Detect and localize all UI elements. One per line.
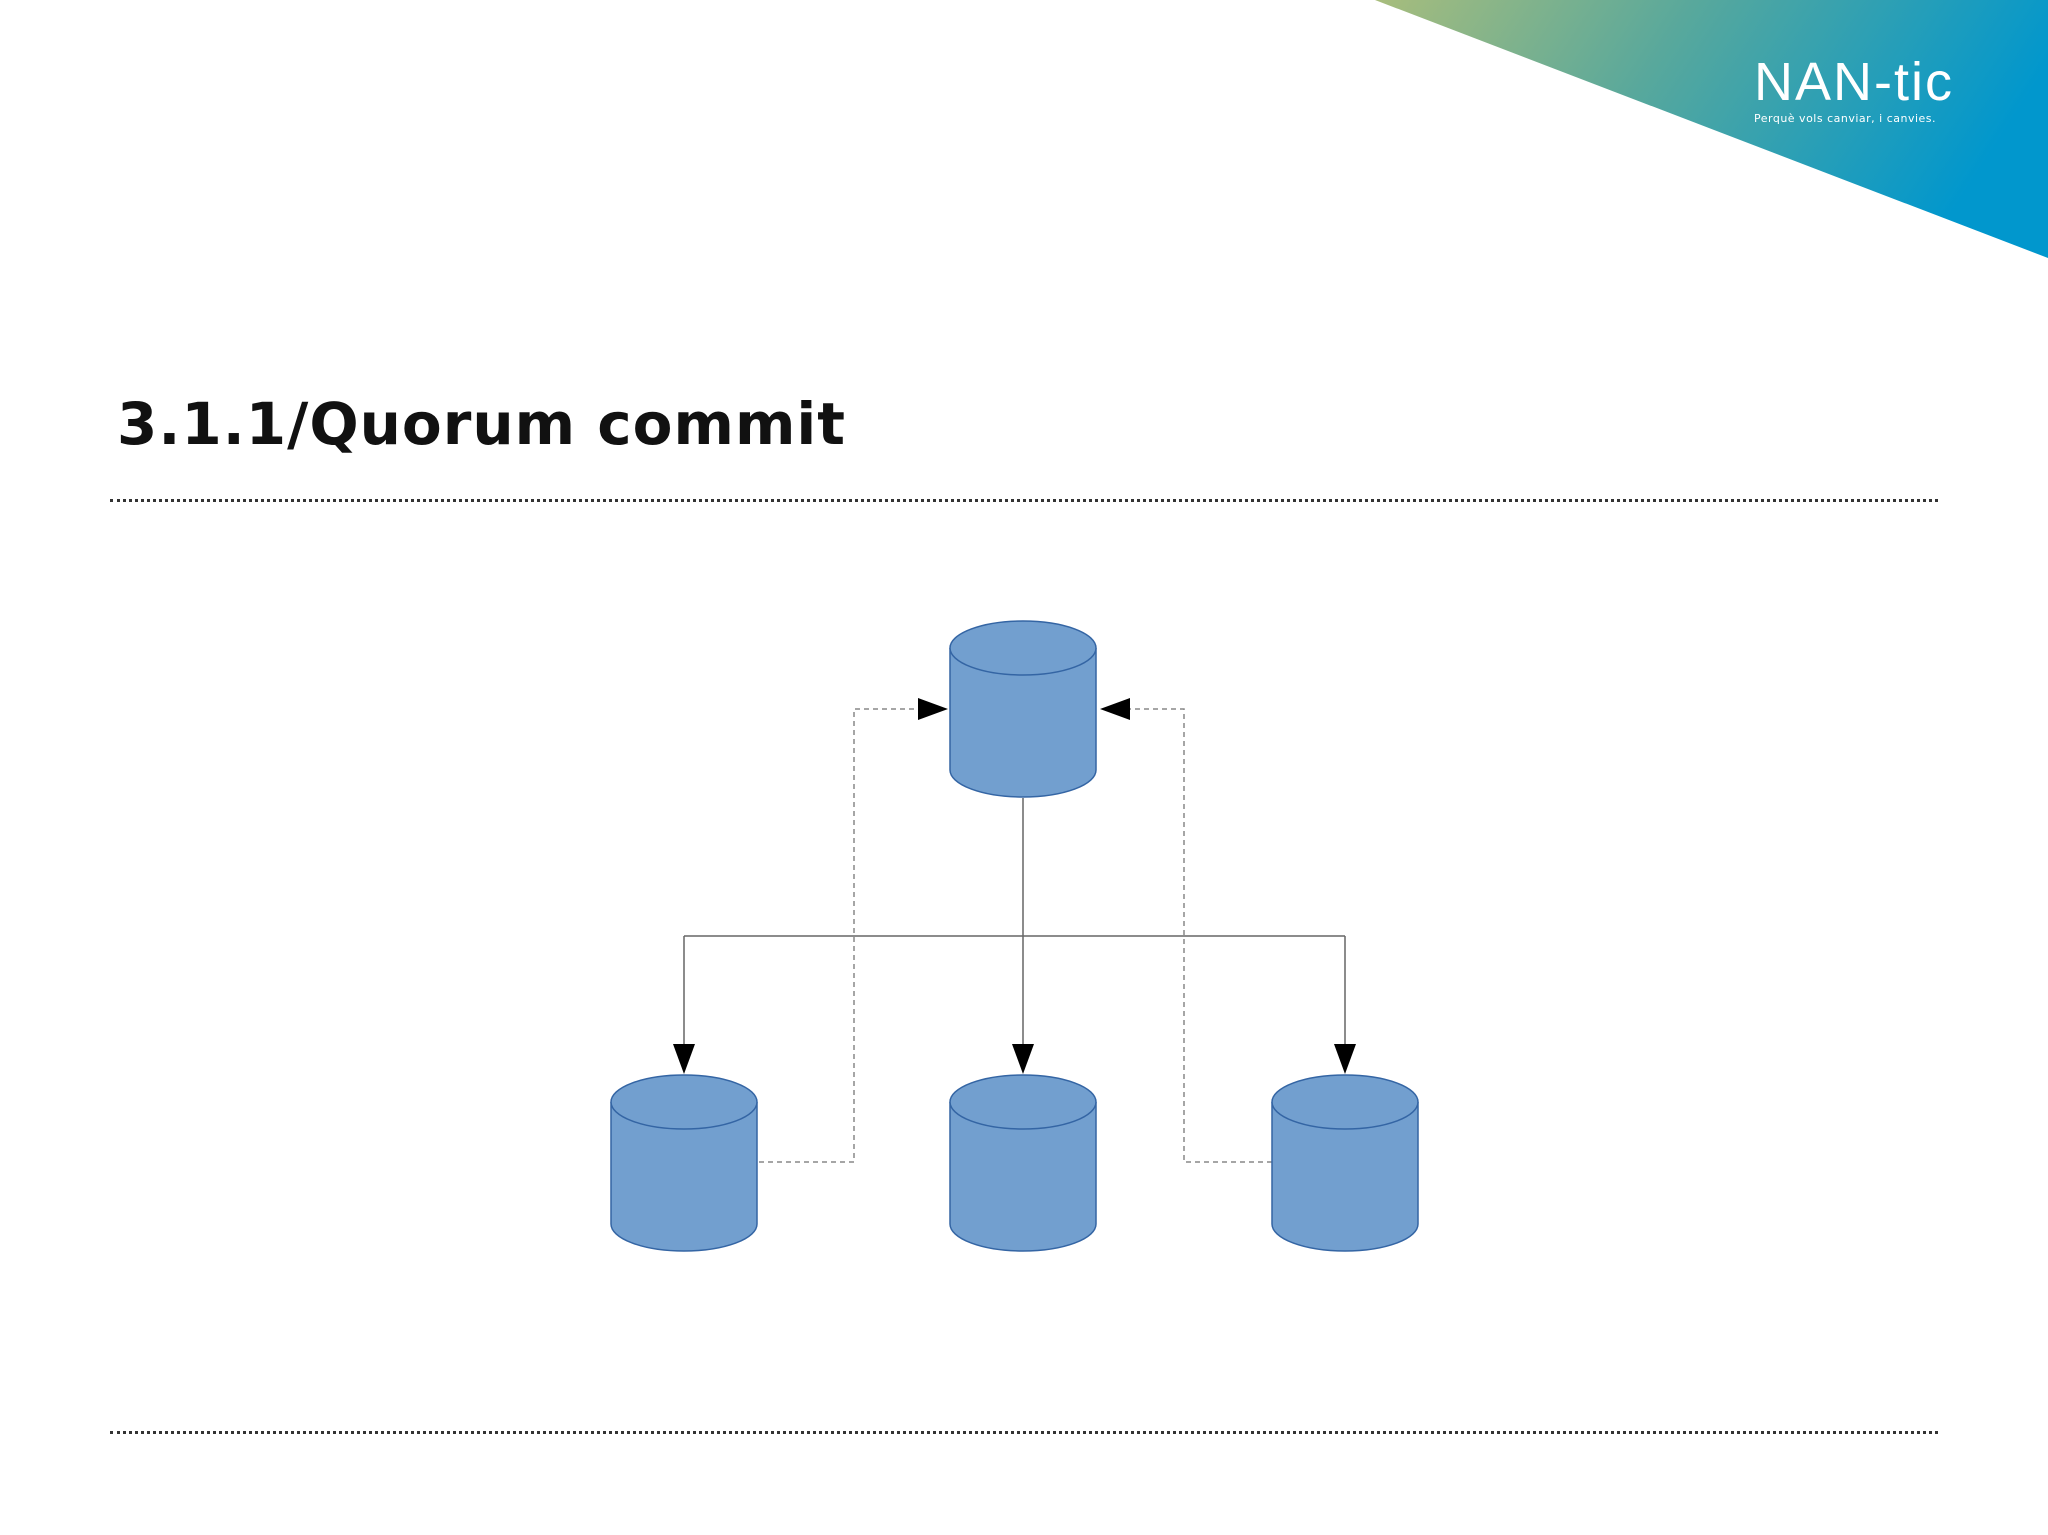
arrowhead-center-replica bbox=[1012, 1044, 1034, 1074]
replica-database-right bbox=[1271, 1074, 1419, 1252]
logo-tagline: Perquè vols canviar, i canvies. bbox=[1754, 112, 1937, 125]
replication-connectors bbox=[683, 798, 1346, 1045]
primary-database-top bbox=[949, 620, 1097, 676]
header-banner bbox=[1375, 0, 2048, 258]
arrowhead-ack-right bbox=[1100, 698, 1130, 720]
logo-wordmark: NAN-tic bbox=[1754, 52, 1954, 112]
arrowhead-left-replica bbox=[673, 1044, 695, 1074]
arrowheads bbox=[673, 698, 1356, 1074]
replica-database-left bbox=[610, 1074, 758, 1252]
banner-triangle bbox=[1375, 0, 2048, 258]
slide-title: 3.1.1/Quorum commit bbox=[117, 390, 846, 458]
replica-database-left-top bbox=[610, 1074, 758, 1130]
primary-database bbox=[949, 620, 1097, 798]
top-divider bbox=[110, 499, 1938, 502]
arrowhead-ack-left bbox=[918, 698, 948, 720]
replica-database-right-top bbox=[1271, 1074, 1419, 1130]
ack-line-left bbox=[759, 708, 918, 1163]
replica-database-center bbox=[949, 1074, 1097, 1252]
ack-line-right bbox=[1130, 708, 1272, 1163]
replica-database-center-top bbox=[949, 1074, 1097, 1130]
acknowledgement-connectors bbox=[759, 708, 1272, 1163]
arrowhead-right-replica bbox=[1334, 1044, 1356, 1074]
company-logo: NAN-tic Perquè vols canviar, i canvies. bbox=[1754, 52, 1974, 126]
bottom-divider bbox=[110, 1431, 1938, 1434]
